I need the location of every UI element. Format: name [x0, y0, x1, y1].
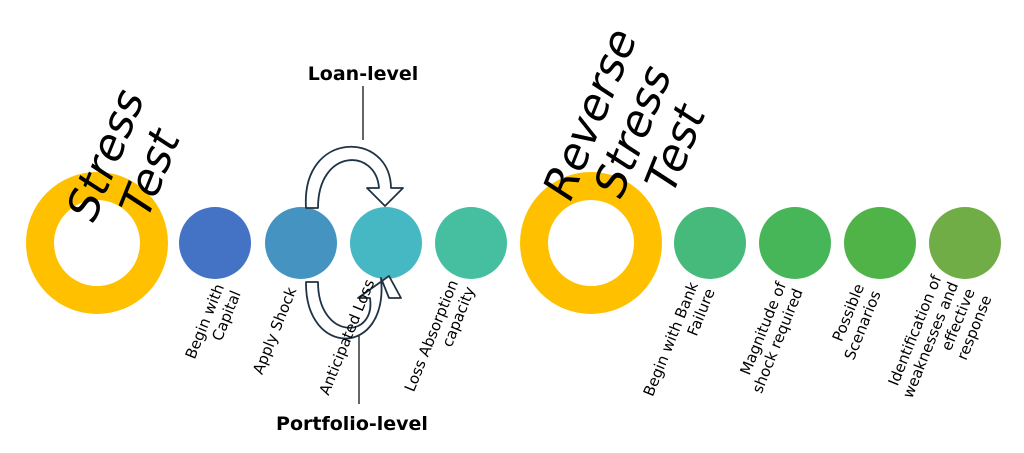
step-circle-apply-shock: [265, 207, 337, 279]
step-label-begin-with-capital: Begin with Capital: [182, 281, 245, 361]
step-circle-anticipated-loss: [350, 207, 422, 279]
cycle-arrow-bottom-icon: [305, 275, 402, 340]
step-label-line1: Apply Shock: [249, 284, 300, 377]
reverse-stress-test-ring: [520, 172, 662, 314]
step-label-possible-scenarios: Possible Scenarios: [829, 281, 885, 362]
step-label-loss-absorption: Loss Absorption capacity: [401, 277, 479, 394]
step-circle-possible-scenarios: [844, 207, 916, 279]
stress-test-ring: [26, 172, 168, 314]
step-label-magnitude-of-shock: Magnitude of shock required: [736, 279, 806, 396]
step-label-line1: Anticipated Loss: [315, 276, 378, 397]
step-label-apply-shock: Apply Shock: [249, 284, 300, 377]
step-circle-magnitude-of-shock: [759, 207, 831, 279]
step-label-begin-with-bank-failure: Begin with Bank Failure: [640, 279, 719, 399]
step-label-identification-of-weaknesses: Identification of weaknesses and effecti…: [885, 272, 996, 401]
loan-level-label: Loan-level: [308, 63, 419, 85]
step-label-line1: Begin with Bank: [640, 279, 702, 399]
step-label-anticipated-loss: Anticipated Loss: [315, 276, 378, 397]
stress-test-title: Stress Test: [57, 82, 192, 227]
step-circle-loss-absorption: [435, 207, 507, 279]
portfolio-level-label: Portfolio-level: [276, 413, 428, 435]
step-circle-begin-with-capital: [179, 207, 251, 279]
step-circle-identification-of-weaknesses: [929, 207, 1001, 279]
cycle-arrow-top-icon: [305, 145, 404, 209]
step-circle-begin-with-bank-failure: [674, 207, 746, 279]
